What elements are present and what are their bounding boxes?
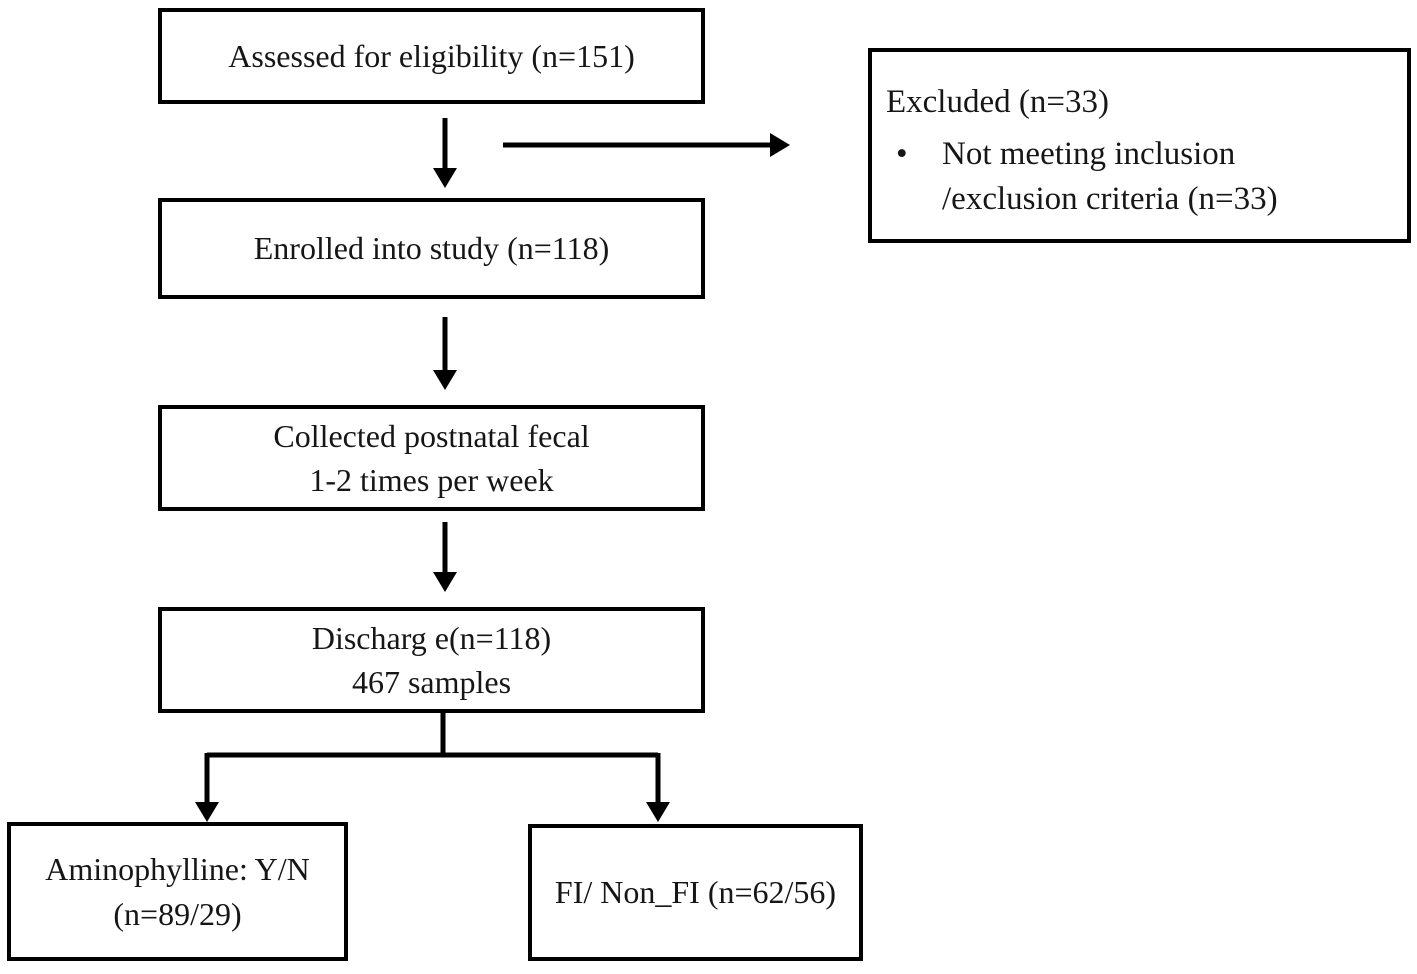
- collected-line2: 1-2 times per week: [309, 462, 554, 498]
- arrow-enrolled-to-collected: [433, 317, 457, 390]
- arrow-to-excluded: [503, 133, 790, 157]
- box-excluded: Excluded (n=33) • Not meeting inclusion …: [868, 48, 1411, 243]
- arrow-branch-to-fi: [646, 753, 670, 822]
- box-assessed-eligibility: Assessed for eligibility (n=151): [158, 8, 705, 104]
- discharge-line1: Discharg e(n=118): [311, 619, 552, 656]
- box-aminophylline: Aminophylline: Y/N (n=89/29): [7, 822, 348, 961]
- enrolled-label: Enrolled into study (n=118): [253, 230, 610, 267]
- arrow-branch-to-aminophylline: [195, 753, 219, 822]
- arrow-assessed-to-enrolled: [433, 118, 457, 188]
- excluded-item-line1: Not meeting inclusion: [942, 135, 1236, 172]
- assessed-label: Assessed for eligibility (n=151): [228, 37, 635, 74]
- collected-line1: Collected postnatal fecal: [273, 417, 590, 454]
- aminophylline-line1: Aminophylline: Y/N: [45, 851, 310, 888]
- box-fi-groups: FI/ Non_FI (n=62/56): [528, 824, 863, 961]
- branch-connector: [207, 712, 658, 758]
- bullet-icon: •: [896, 135, 908, 172]
- excluded-item-line2: /exclusion criteria (n=33): [942, 181, 1278, 218]
- arrow-collected-to-discharge: [433, 522, 457, 592]
- aminophylline-line2: (n=89/29): [113, 895, 242, 932]
- excluded-bullet-item: • Not meeting inclusion /exclusion crite…: [886, 132, 1278, 223]
- box-collected-fecal: Collected postnatal fecal 1-2 times per …: [158, 405, 705, 511]
- box-enrolled: Enrolled into study (n=118): [158, 198, 705, 299]
- discharge-line2: 467 samples: [351, 664, 512, 700]
- box-discharge: Discharg e(n=118) 467 samples: [158, 607, 705, 713]
- excluded-title: Excluded (n=33): [886, 84, 1109, 120]
- excluded-item-text: Not meeting inclusion /exclusion criteri…: [942, 132, 1278, 223]
- fi-groups-label: FI/ Non_FI (n=62/56): [554, 874, 837, 911]
